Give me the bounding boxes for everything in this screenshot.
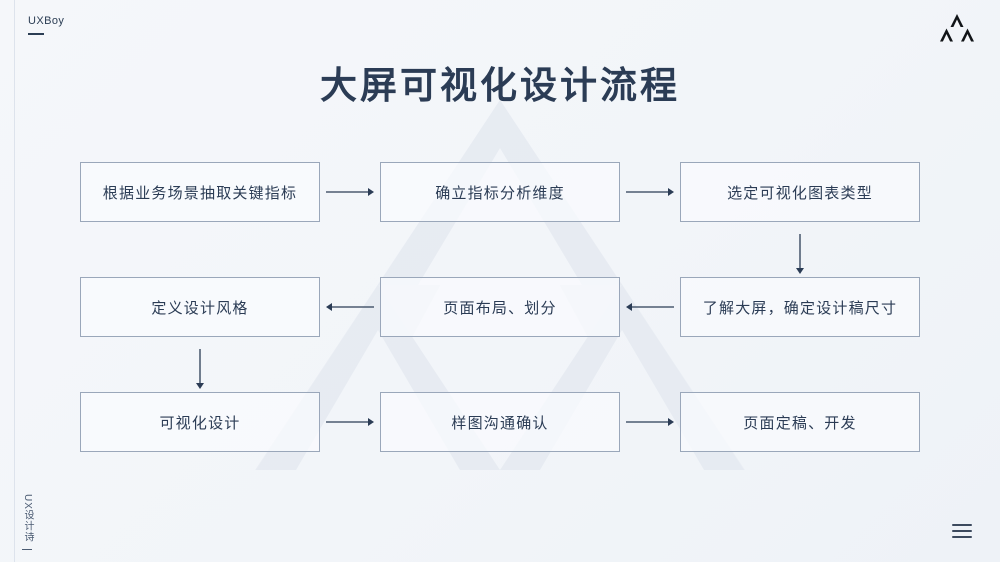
flow-node-9[interactable]: 页面定稿、开发	[680, 392, 920, 452]
process-flow-diagram: 根据业务场景抽取关键指标 确立指标分析维度 选定可视化图表类型 定义设计风格	[80, 162, 920, 452]
footer-author-text: UX设计诗	[22, 494, 33, 543]
brand-name: UXBoy	[28, 15, 65, 27]
flow-node-6[interactable]: 了解大屏，确定设计稿尺寸	[680, 277, 920, 337]
flow-node-2[interactable]: 确立指标分析维度	[380, 162, 620, 222]
hamburger-menu-icon[interactable]	[952, 524, 972, 538]
footer-dash	[22, 549, 32, 550]
arrow-left-icon	[620, 277, 680, 337]
page-title: 大屏可视化设计流程	[320, 65, 680, 106]
arrow-right-icon	[320, 162, 380, 222]
menu-line-1	[952, 524, 972, 526]
flow-node-8[interactable]: 样图沟通确认	[380, 392, 620, 452]
arrow-right-icon	[620, 162, 680, 222]
arrow-down-icon-left-column	[196, 349, 204, 389]
triangle-logo-icon	[940, 14, 974, 42]
menu-line-3	[952, 536, 972, 538]
flow-row-2: 定义设计风格 页面布局、划分 了解大屏，确定设计稿尺寸	[80, 277, 920, 337]
arrow-left-icon	[320, 277, 380, 337]
footer-author-label: UX设计诗	[21, 494, 33, 550]
flow-node-1[interactable]: 根据业务场景抽取关键指标	[80, 162, 320, 222]
flow-row-1: 根据业务场景抽取关键指标 确立指标分析维度 选定可视化图表类型	[80, 162, 920, 222]
brand-underline	[28, 33, 44, 35]
flow-node-4[interactable]: 定义设计风格	[80, 277, 320, 337]
arrow-right-icon	[620, 392, 680, 452]
left-edge-divider	[14, 0, 15, 562]
arrow-down-icon-right-column	[796, 234, 804, 274]
menu-line-2	[952, 530, 972, 532]
flow-row-3: 可视化设计 样图沟通确认 页面定稿、开发	[80, 392, 920, 452]
flow-node-5[interactable]: 页面布局、划分	[380, 277, 620, 337]
brand-logo: UXBoy	[28, 14, 64, 35]
flow-node-7[interactable]: 可视化设计	[80, 392, 320, 452]
arrow-right-icon	[320, 392, 380, 452]
flow-node-3[interactable]: 选定可视化图表类型	[680, 162, 920, 222]
